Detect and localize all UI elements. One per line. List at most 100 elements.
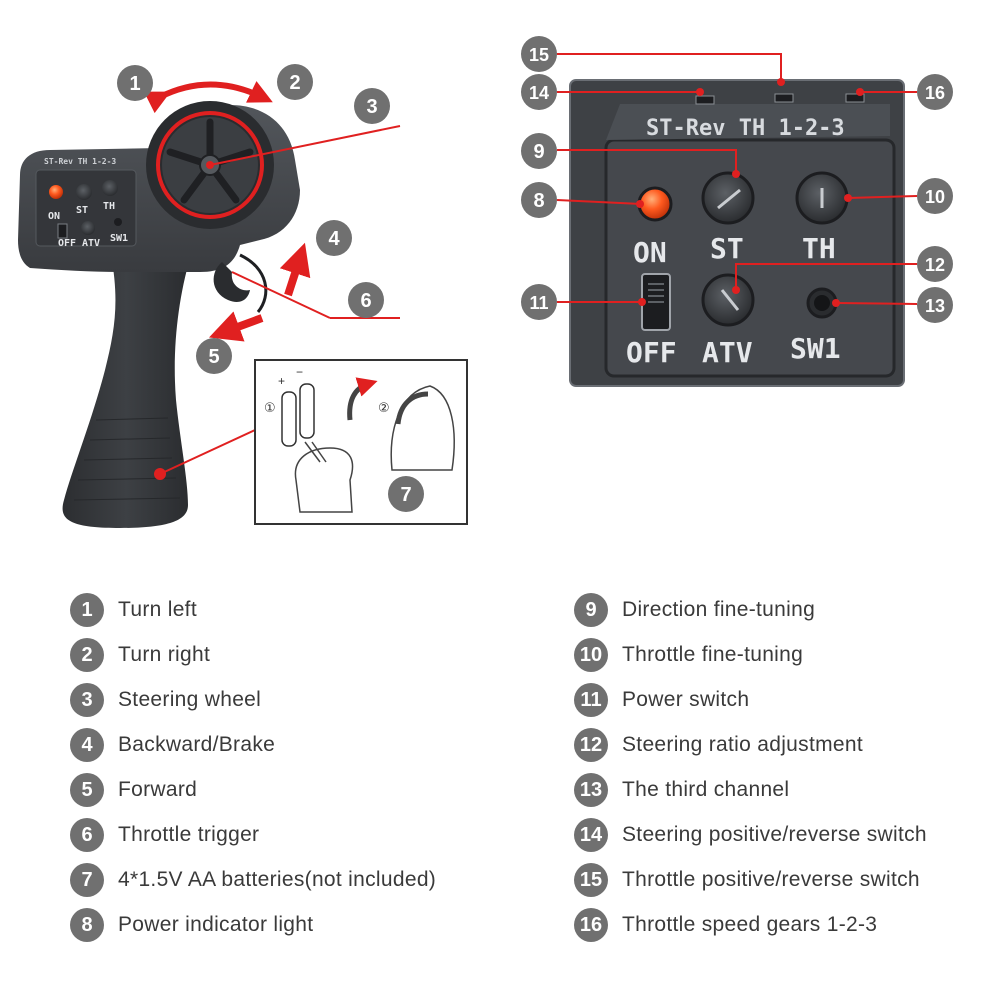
power-switch-ridges xyxy=(648,283,664,303)
legend-item: 3 Steering wheel xyxy=(70,680,261,720)
legend-label: Forward xyxy=(118,778,198,801)
legend-number: 3 xyxy=(70,683,104,717)
legend-number: 8 xyxy=(70,908,104,942)
marker-13: 13 xyxy=(917,287,953,323)
svg-text:15: 15 xyxy=(529,45,549,65)
legend-item: 7 4*1.5V AA batteries(not included) xyxy=(70,860,436,900)
small-sw1-button-icon xyxy=(114,218,122,226)
small-label-atv: ATV xyxy=(82,238,100,249)
legend-label: Steering wheel xyxy=(118,688,262,711)
panel-label-th: TH xyxy=(802,232,836,265)
small-label-off: OFF xyxy=(58,238,76,249)
backward-arrow-icon xyxy=(279,242,311,297)
marker-16: 16 xyxy=(917,74,953,110)
battery-step-1: ① xyxy=(264,400,276,415)
marker-8: 8 xyxy=(521,182,557,218)
legend-item: 16 Throttle speed gears 1-2-3 xyxy=(574,905,877,945)
legend-label: Power switch xyxy=(622,688,750,711)
marker-7: 7 xyxy=(388,476,424,512)
st-rev-switch-icon xyxy=(695,95,715,105)
panel-top-bevel xyxy=(606,104,890,140)
th-rev-switch-icon xyxy=(774,93,794,103)
wheel-center-dot xyxy=(206,161,214,169)
transmitter-grip xyxy=(62,250,190,528)
legend-number: 12 xyxy=(574,728,608,762)
legend-item: 11 Power switch xyxy=(574,680,749,720)
battery-grip-sketch-1 xyxy=(294,447,354,513)
svg-text:6: 6 xyxy=(360,290,371,312)
battery-minus: − xyxy=(296,365,303,379)
small-st-knob-icon xyxy=(76,184,92,200)
svg-text:8: 8 xyxy=(533,190,544,212)
sw1-button-center xyxy=(814,295,830,311)
battery-door-arrow-icon xyxy=(347,377,378,421)
marker-4: 4 xyxy=(316,220,352,256)
legend-label: Throttle fine-tuning xyxy=(622,643,804,666)
marker-6: 6 xyxy=(348,282,384,318)
legend-label: Steering positive/reverse switch xyxy=(622,823,927,846)
callout-markers: 1 2 3 4 5 6 7 8 9 10 11 12 13 14 15 16 xyxy=(117,36,953,512)
legend-number: 4 xyxy=(70,728,104,762)
panel-label-st: ST xyxy=(710,232,744,265)
small-label-st: ST xyxy=(76,205,88,216)
legend-number: 10 xyxy=(574,638,608,672)
atv-knob-indicator xyxy=(720,289,740,311)
svg-text:12: 12 xyxy=(925,255,945,275)
svg-text:4: 4 xyxy=(328,228,340,250)
panel-label-on: ON xyxy=(633,236,667,269)
marker-12: 12 xyxy=(917,246,953,282)
grip-battery-dot xyxy=(154,468,166,480)
legend-number: 5 xyxy=(70,773,104,807)
legend-label: Backward/Brake xyxy=(118,733,276,756)
battery-cells-icon xyxy=(281,383,315,447)
turn-arrow-both-ways xyxy=(143,80,273,114)
legend-label: Turn right xyxy=(118,643,211,666)
svg-text:3: 3 xyxy=(366,96,377,118)
svg-text:9: 9 xyxy=(533,141,544,163)
legend-label: Throttle speed gears 1-2-3 xyxy=(622,913,878,936)
legend-number: 11 xyxy=(574,683,608,717)
panel-label-sw1: SW1 xyxy=(790,332,841,365)
small-th-knob-icon xyxy=(102,180,118,196)
small-atv-knob-icon xyxy=(81,221,95,235)
legend-label: Throttle positive/reverse switch xyxy=(622,868,920,891)
trigger-motion-arc xyxy=(239,253,268,313)
st-knob-indicator xyxy=(717,188,741,210)
small-panel-top-label: ST-Rev TH 1-2-3 xyxy=(44,157,116,166)
legend-label: Steering ratio adjustment xyxy=(622,733,863,756)
legend-label: 4*1.5V AA batteries(not included) xyxy=(118,868,437,891)
legend-number: 14 xyxy=(574,818,608,852)
legend-label: Direction fine-tuning xyxy=(622,598,816,621)
panel-top-label: ST-Rev TH 1-2-3 xyxy=(646,116,845,141)
legend-number: 7 xyxy=(70,863,104,897)
legend-number: 1 xyxy=(70,593,104,627)
legend-number: 16 xyxy=(574,908,608,942)
marker-1: 1 xyxy=(117,65,153,101)
battery-plus: + xyxy=(278,374,285,388)
transmitter-leader-lines xyxy=(159,125,401,475)
marker-5: 5 xyxy=(196,338,232,374)
marker-10: 10 xyxy=(917,178,953,214)
small-label-sw1: SW1 xyxy=(110,233,128,244)
marker-11: 11 xyxy=(521,284,557,320)
small-power-led-icon xyxy=(49,185,63,199)
legend-number: 6 xyxy=(70,818,104,852)
battery-close-arrow-icon xyxy=(395,391,429,425)
marker-14: 14 xyxy=(521,74,557,110)
battery-inset: ① ② + − xyxy=(254,359,468,525)
legend-label: Throttle trigger xyxy=(118,823,260,846)
svg-text:16: 16 xyxy=(925,83,945,103)
legend-item: 12 Steering ratio adjustment xyxy=(574,725,863,765)
svg-text:7: 7 xyxy=(400,484,411,506)
transmitter: ST-Rev TH 1-2-3 ON ST TH OFF ATV SW1 xyxy=(18,80,401,528)
legend-item: 4 Backward/Brake xyxy=(70,725,275,765)
svg-text:10: 10 xyxy=(925,187,945,207)
battery-insert-line xyxy=(304,441,327,463)
throttle-trigger-shape xyxy=(213,262,250,302)
marker-9: 9 xyxy=(521,133,557,169)
small-label-on: ON xyxy=(48,211,60,222)
